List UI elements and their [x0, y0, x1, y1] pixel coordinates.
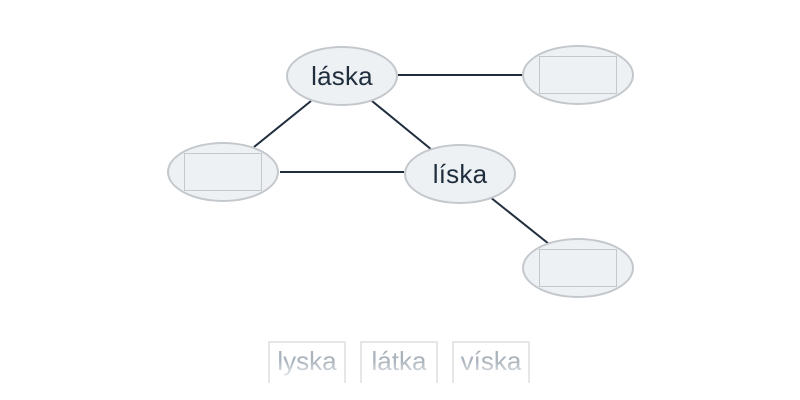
word-card-latka[interactable]: látka	[360, 341, 438, 383]
drop-slot[interactable]	[184, 153, 262, 191]
node-label: líska	[432, 158, 488, 189]
word-card-label: lyska	[277, 346, 337, 376]
word-card-lyska[interactable]: lyska	[268, 341, 346, 383]
node-laska: láska	[286, 46, 398, 106]
word-bank: lyska látka víska	[268, 341, 530, 383]
drop-slot[interactable]	[539, 56, 617, 94]
node-label: láska	[311, 60, 373, 91]
drop-slot[interactable]	[539, 249, 617, 287]
edge-laska-liska	[371, 100, 433, 151]
node-blank-left[interactable]	[167, 142, 279, 202]
word-card-label: látka	[371, 346, 427, 376]
word-card-label: víska	[460, 346, 522, 376]
edge-liska-blank-bottom-right	[489, 196, 550, 245]
node-blank-bottom-right[interactable]	[522, 238, 634, 298]
node-liska: líska	[404, 144, 516, 204]
edge-laska-blank-left	[253, 100, 312, 148]
node-blank-top-right[interactable]	[522, 45, 634, 105]
word-card-viska[interactable]: víska	[452, 341, 530, 383]
